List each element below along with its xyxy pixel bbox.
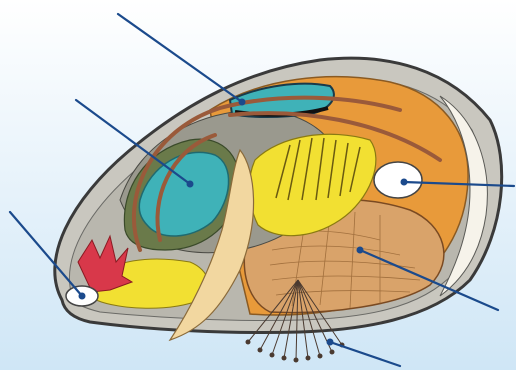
posterior-adductor-muscle: [374, 162, 422, 198]
leader-line-byssus: [330, 342, 400, 366]
leader-line-pericardium: [118, 14, 242, 102]
